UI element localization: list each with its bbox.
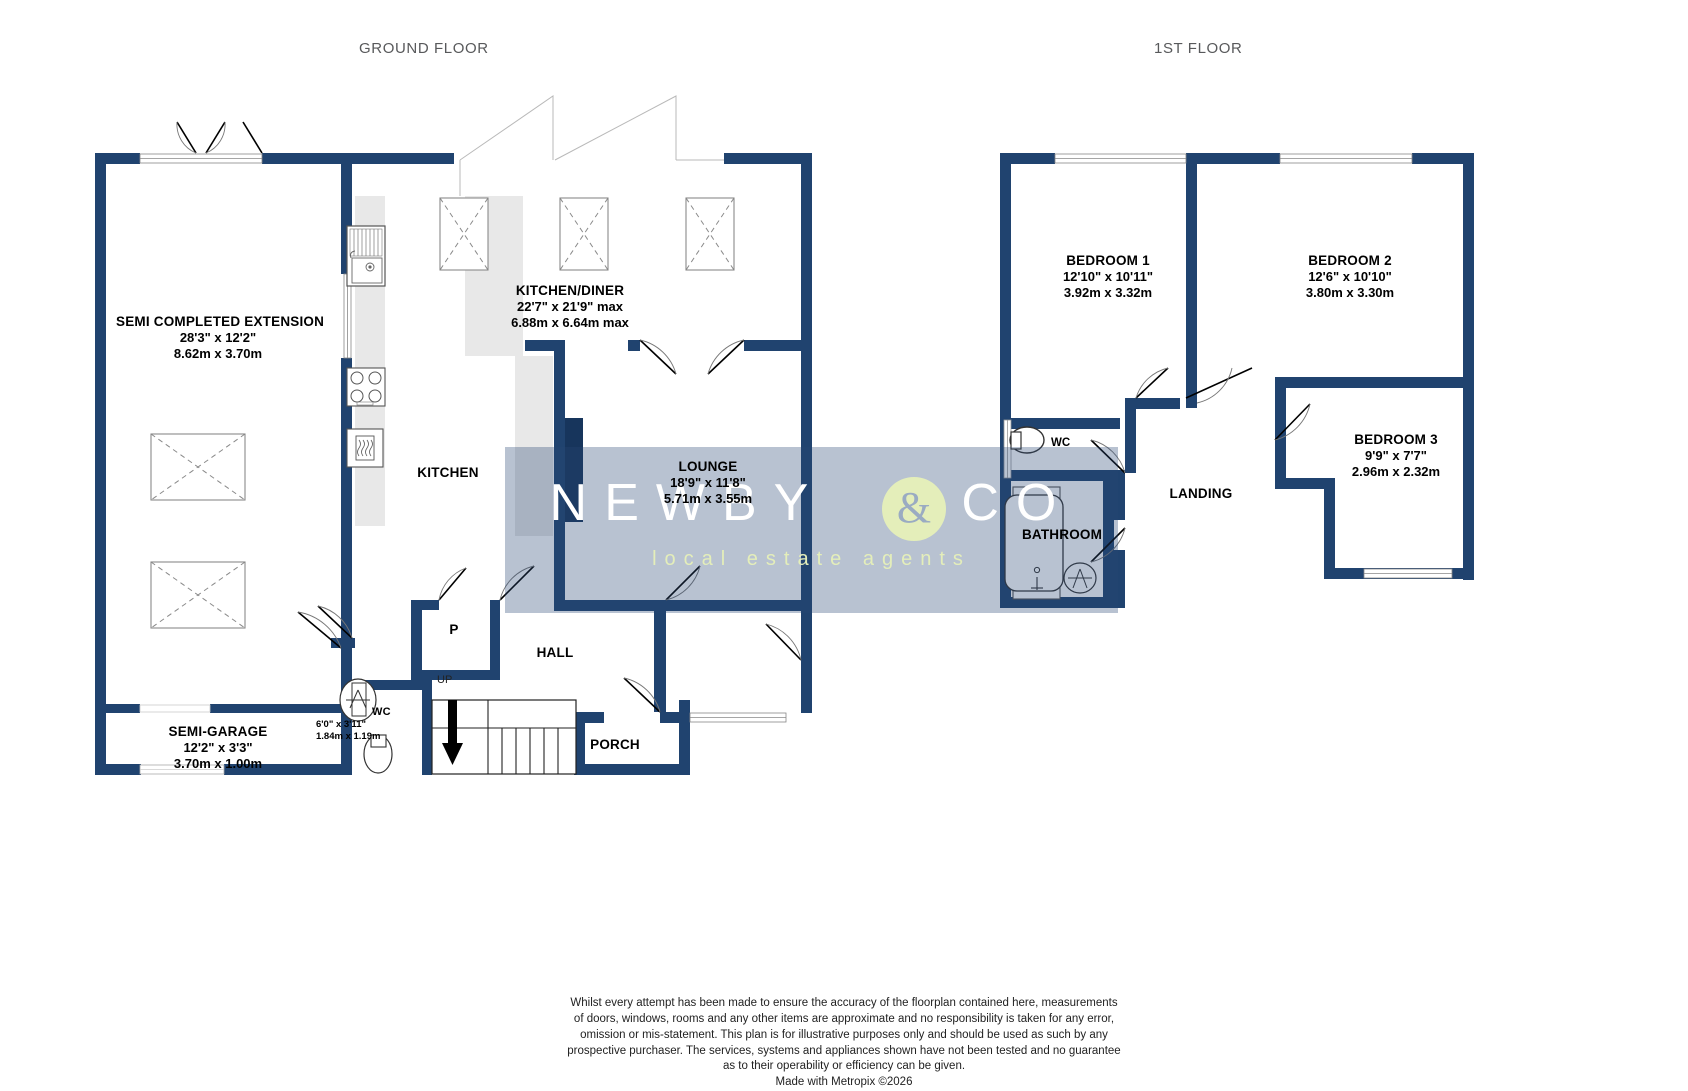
hob-fixture: [346, 367, 386, 407]
extension-furniture: [150, 433, 246, 629]
disclaimer-line-5: as to their operability or efficiency ca…: [722, 1060, 966, 1073]
stairs-up-label: UP: [437, 674, 453, 686]
first-floor-geometry: [1000, 153, 1474, 608]
room-dim-metric: 3.70m x 1.00m: [173, 756, 263, 772]
room-name: KITCHEN: [417, 465, 479, 480]
room-label-first-wc: WC: [1051, 437, 1071, 449]
room-label-landing: LANDING: [1146, 486, 1256, 502]
first-wc-fixtures: [1009, 426, 1045, 454]
metropix-credit: Made with Metropix ©2026: [775, 1076, 913, 1089]
room-dim-metric: 8.62m x 3.70m: [173, 346, 263, 362]
ground-wc-fixtures: [339, 678, 393, 774]
room-label-kitchen: KITCHEN: [388, 465, 508, 481]
room-dim-metric: 3.92m x 3.32m: [1063, 285, 1153, 301]
bath-fixtures: [1004, 486, 1097, 600]
room-label-semi-completed-extension: SEMI COMPLETED EXTENSION 28'3" x 12'2" 8…: [116, 314, 325, 362]
disclaimer-line-1: Whilst every attempt has been made to en…: [570, 997, 1118, 1009]
room-label-kitchen-diner: KITCHEN/DINER 22'7" x 21'9" max 6.88m x …: [470, 283, 670, 331]
first-floor-title: 1ST FLOOR: [1154, 40, 1243, 57]
room-name: P: [449, 622, 459, 637]
room-dim-metric: 2.96m x 2.32m: [1351, 464, 1441, 480]
room-name: SEMI COMPLETED EXTENSION: [116, 314, 325, 329]
room-dim-imperial: 22'7" x 21'9" max: [517, 299, 623, 315]
room-name: KITCHEN/DINER: [515, 283, 625, 298]
room-dim-imperial: 12'10" x 10'11": [1062, 269, 1154, 285]
diner-furniture: [439, 197, 735, 271]
staircase: [431, 699, 577, 775]
room-label-porch: PORCH: [563, 737, 667, 753]
room-label-bedroom-2: BEDROOM 2 12'6" x 10'10" 3.80m x 3.30m: [1250, 253, 1450, 301]
disclaimer-line-2: of doors, windows, rooms and any other i…: [573, 1012, 1115, 1025]
room-dim-metric: 1.84m x 1.19m: [316, 730, 381, 742]
disclaimer-line-4: prospective purchaser. The services, sys…: [567, 1044, 1121, 1057]
room-name: BEDROOM 1: [1066, 253, 1150, 268]
room-dim-imperial: 28'3" x 12'2": [179, 330, 257, 346]
room-label-p-cupboard: P: [426, 622, 482, 638]
room-dim-imperial: 12'6" x 10'10": [1308, 269, 1392, 285]
room-label-bedroom-3: BEDROOM 3 9'9" x 7'7" 2.96m x 2.32m: [1296, 432, 1496, 480]
room-label-ground-wc: WC 6'0" x 3'11" 1.84m x 1.19m: [316, 706, 436, 743]
first-windows: [1003, 153, 1453, 579]
first-walls: [1000, 153, 1474, 608]
room-name: LOUNGE: [678, 459, 738, 474]
room-name: WC: [372, 706, 391, 718]
room-dim-imperial: 6'0" x 3'11": [316, 719, 366, 731]
ground-floor-geometry: [95, 95, 812, 775]
roof-lines: [459, 95, 810, 196]
room-name: SEMI-GARAGE: [168, 724, 268, 739]
room-label-lounge: LOUNGE 18'9" x 11'8" 5.71m x 3.55m: [608, 459, 808, 507]
room-label-bathroom: BATHROOM: [1008, 527, 1116, 543]
room-name: HALL: [536, 645, 574, 660]
sink-fixture: [346, 225, 386, 287]
room-dim-metric: 6.88m x 6.64m max: [511, 315, 629, 331]
ground-floor-title: GROUND FLOOR: [359, 40, 489, 57]
room-dim-metric: 3.80m x 3.30m: [1305, 285, 1395, 301]
room-label-semi-garage: SEMI-GARAGE 12'2" x 3'3" 3.70m x 1.00m: [118, 724, 318, 772]
room-name: BEDROOM 3: [1354, 432, 1438, 447]
room-name: LANDING: [1169, 486, 1233, 501]
ground-doors: [176, 121, 802, 713]
room-name: BEDROOM 2: [1308, 253, 1392, 268]
disclaimer-footer: Whilst every attempt has been made to en…: [0, 996, 1688, 1091]
room-name: BATHROOM: [1021, 527, 1103, 542]
room-dim-metric: 5.71m x 3.55m: [663, 491, 753, 507]
oven-fixture: [346, 428, 384, 468]
room-label-hall: HALL: [500, 645, 610, 661]
room-dim-imperial: 18'9" x 11'8": [670, 475, 746, 491]
ground-walls: [95, 153, 812, 775]
room-name: PORCH: [590, 737, 640, 752]
room-dim-imperial: 12'2" x 3'3": [183, 740, 253, 756]
ground-windows: [139, 153, 787, 775]
disclaimer-line-3: omission or mis-statement. This plan is …: [580, 1028, 1108, 1041]
first-doors: [1090, 367, 1311, 563]
room-dim-imperial: 9'9" x 7'7": [1365, 448, 1427, 464]
room-label-bedroom-1: BEDROOM 1 12'10" x 10'11" 3.92m x 3.32m: [1008, 253, 1208, 301]
